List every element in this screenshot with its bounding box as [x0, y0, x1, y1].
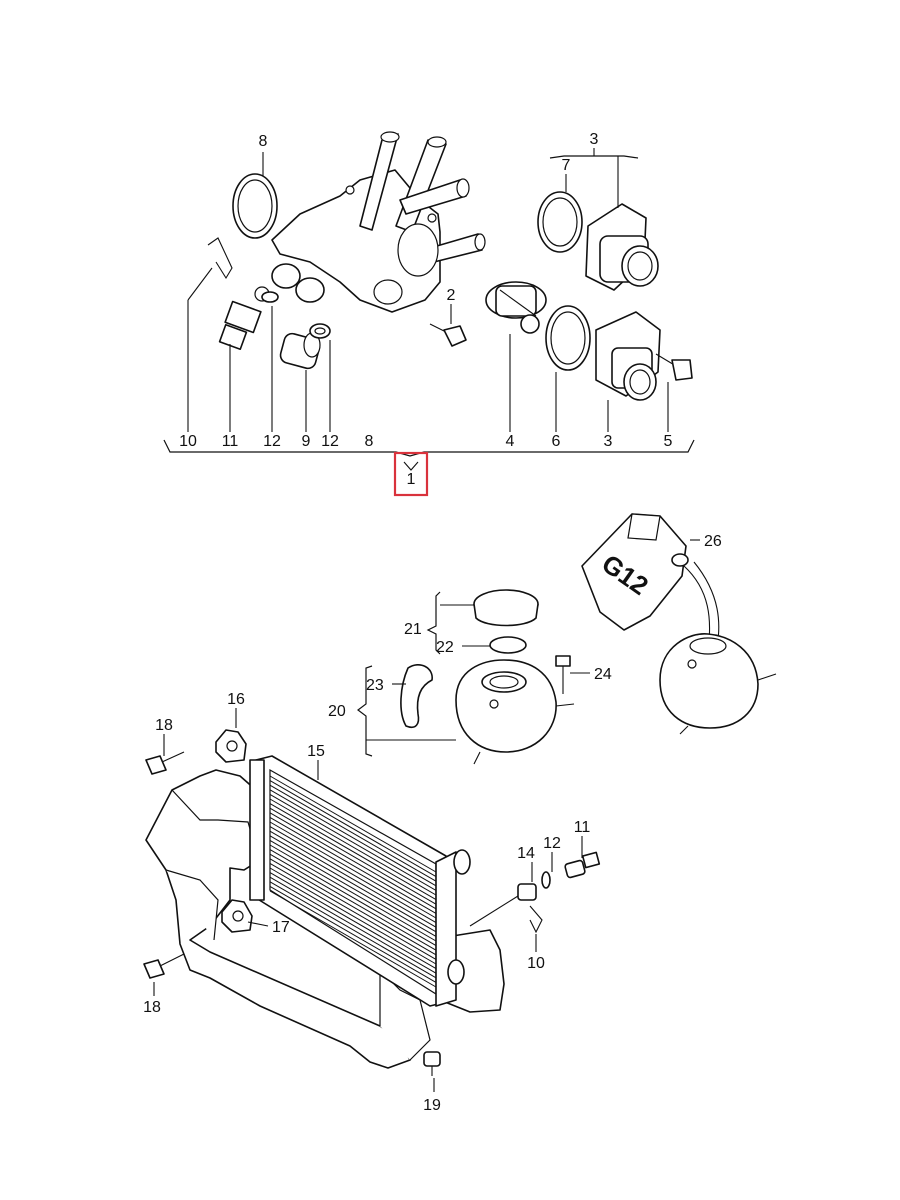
callout-14: 14: [517, 845, 535, 862]
radiator-fin: [269, 803, 437, 901]
callout-2: 2: [447, 287, 456, 304]
seal-12-mid: [541, 871, 551, 889]
coolant-bottle-26: G12: [581, 513, 720, 653]
flange-pipe-3: [399, 179, 467, 215]
radiator-fin: [269, 812, 437, 910]
expansion-tank-right: [659, 633, 777, 735]
temperature-sender-11-mid: [564, 851, 601, 879]
plug-9: [279, 332, 321, 370]
bracket-16: [215, 729, 247, 763]
radiator-fin: [269, 885, 437, 983]
callout-3-top: 3: [590, 131, 599, 148]
radiator-fin: [269, 881, 437, 979]
bolt-18-top: [145, 751, 185, 775]
bracket-17: [221, 899, 253, 933]
callout-12-b: 12: [321, 433, 339, 450]
retaining-clip-10: [207, 237, 233, 280]
radiator-fin: [269, 816, 437, 914]
seal-12-left: [261, 291, 279, 303]
callout-9: 9: [302, 433, 311, 450]
radiator-fin: [269, 876, 437, 974]
coolant-connection-3-lower: [595, 311, 661, 401]
bolt-24: [555, 655, 571, 694]
coolant-flange-assembly: [163, 131, 695, 497]
radiator-fin: [269, 858, 437, 956]
radiator-fin: [269, 798, 437, 896]
radiator-fin: [269, 835, 437, 933]
radiator-fin: [269, 775, 437, 873]
callout-19: 19: [423, 1097, 441, 1114]
callout-10-mid: 10: [527, 955, 545, 972]
retainer-23: [400, 664, 433, 729]
callout-18-bottom: 18: [143, 999, 161, 1016]
filler-cap-21: [473, 589, 539, 627]
callout-7: 7: [562, 157, 571, 174]
callout-5: 5: [664, 433, 673, 450]
radiator-fin: [269, 862, 437, 960]
callout-18-top: 18: [155, 717, 173, 734]
callout-17: 17: [272, 919, 290, 936]
temperature-sender-11: [218, 286, 270, 351]
coolant-connection-3-upper: [585, 203, 659, 291]
bolt-5: [655, 353, 693, 381]
bolt-18-bottom: [143, 953, 185, 979]
callout-26: 26: [704, 533, 722, 550]
drain-plug-19: [423, 1051, 441, 1076]
radiator-fin: [269, 789, 437, 887]
radiator-fin: [269, 793, 437, 891]
radiator-fin: [269, 807, 437, 905]
callout-21: 21: [404, 621, 422, 638]
radiator-fin: [269, 853, 437, 951]
lock-carrier-frame: [145, 769, 411, 1069]
radiator-fin: [269, 830, 437, 928]
retaining-clip-10-mid: [529, 905, 543, 934]
bolt-2: [429, 323, 467, 347]
radiator-group: [143, 708, 601, 1092]
group-highlight-box[interactable]: [393, 451, 429, 497]
callout-8-top: 8: [259, 133, 268, 150]
expansion-tank-group: G12: [357, 513, 777, 765]
radiator-fin: [269, 839, 437, 937]
radiator-fin: [269, 890, 437, 988]
callout-3-bottom: 3: [604, 433, 613, 450]
radiator-fin: [269, 872, 437, 970]
callout-24: 24: [594, 666, 612, 683]
group-bracket: [163, 439, 695, 457]
group-label-1[interactable]: 1: [407, 471, 416, 488]
callout-6: 6: [552, 433, 561, 450]
radiator-15: [249, 755, 471, 1007]
radiator-fin: [269, 821, 437, 919]
temperature-switch-14: [517, 883, 537, 901]
radiator-fin: [269, 867, 437, 965]
callout-16: 16: [227, 691, 245, 708]
radiator-fin: [269, 784, 437, 882]
callout-12-mid: 12: [543, 835, 561, 852]
callout-10-top: 10: [179, 433, 197, 450]
radiator-fin: [269, 849, 437, 947]
callout-11-mid: 11: [574, 819, 591, 836]
callout-22: 22: [436, 639, 454, 656]
callout-11-top: 11: [222, 433, 239, 450]
callout-23: 23: [366, 677, 384, 694]
callout-12-a: 12: [263, 433, 281, 450]
callout-15: 15: [307, 743, 325, 760]
expansion-tank-main: [455, 659, 575, 765]
callout-20: 20: [328, 703, 346, 720]
thermostat-4: [485, 281, 547, 334]
seal-22: [489, 636, 527, 654]
callout-4: 4: [506, 433, 515, 450]
callout-8-bottom: 8: [365, 433, 374, 450]
radiator-fin: [269, 844, 437, 942]
radiator-fin: [269, 826, 437, 924]
radiator-fin: [269, 780, 437, 878]
